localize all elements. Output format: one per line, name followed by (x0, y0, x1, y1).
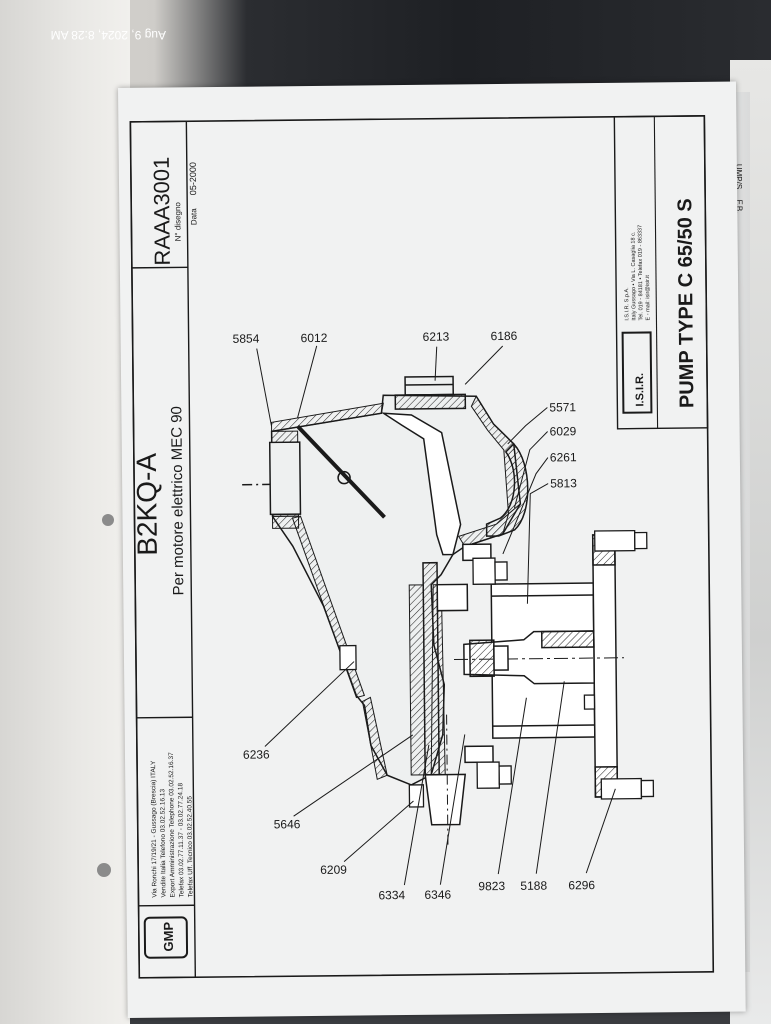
part-label-6236: 6236 (243, 747, 270, 761)
part-label-6029: 6029 (550, 424, 577, 438)
model-name: B2KQ-A (131, 453, 163, 556)
part-label-6012: 6012 (301, 331, 328, 345)
part-label-6213: 6213 (423, 330, 450, 344)
binder-holes (97, 514, 114, 877)
isir-line-1: I.S.I.R. S.p.A. (624, 287, 630, 321)
technical-drawing: RAAA3001 N° disegno Data 05-2000 B2KQ-A … (129, 115, 715, 979)
gmp-line-1: Via Ronchi 17/19/21 - Gussago (Brescia) … (150, 760, 158, 898)
gmp-line-3: Export Amministrazione Telephone 03.02.5… (168, 752, 177, 898)
title-column (129, 120, 197, 979)
svg-text:I.S.I.R.: I.S.I.R. (634, 373, 646, 407)
pump-type: PUMP TYPE C 65/50 S (674, 198, 698, 408)
part-label-6334: 6334 (378, 888, 405, 902)
svg-text:GMP: GMP (161, 922, 176, 952)
pump-section (242, 375, 655, 845)
part-label-5571: 5571 (549, 400, 576, 414)
leader-lines (256, 345, 616, 886)
isir-line-4: E - mail: isir@isir.it (645, 275, 651, 321)
gmp-line-5: Telefax Uff. Tecnico 03.02.52.40.55 (186, 796, 194, 898)
part-label-5854: 5854 (233, 332, 260, 346)
photo-timestamp: Aug 9, 2024, 8:28 AM (50, 28, 166, 42)
gmp-line-2: Vendite Italia Telefono 03.02.52.16.13 (159, 788, 167, 897)
gmp-line-4: Telefax 03.02.77.11.37 - 03.02.77.24.18 (177, 783, 185, 898)
part-label-6296: 6296 (568, 878, 595, 892)
pump-type-strip (613, 115, 709, 430)
drawing-number: RAAA3001 (149, 157, 175, 266)
model-subtitle: Per motore elettrico MEC 90 (168, 406, 187, 595)
part-labels: 5854 6012 6213 6186 5571 6029 6261 5813 … (233, 329, 596, 902)
part-label-5813: 5813 (550, 476, 577, 490)
left-page (0, 0, 130, 1024)
part-label-6346: 6346 (424, 888, 451, 902)
isir-line-3: Tel. 019 - 84181 • Telefax 019 - 863337 (637, 225, 644, 321)
date-label: Data (189, 208, 198, 226)
isir-line-2: Italy Gussago • Via L. Casaglia 18 c. (631, 231, 638, 320)
part-label-6209: 6209 (320, 863, 347, 877)
date-value: 05-2000 (188, 162, 198, 195)
part-label-5646: 5646 (274, 817, 301, 831)
drawing-number-label: N° disegno (173, 202, 182, 242)
part-label-6186: 6186 (491, 329, 518, 343)
part-label-9823: 9823 (478, 879, 505, 893)
part-label-6261: 6261 (550, 450, 577, 464)
part-label-5188: 5188 (520, 879, 547, 893)
isir-logo: I.S.I.R. (621, 331, 653, 414)
drawing-sheet: RAAA3001 N° disegno Data 05-2000 B2KQ-A … (118, 81, 746, 1018)
gmp-logo: GMP (143, 916, 189, 959)
